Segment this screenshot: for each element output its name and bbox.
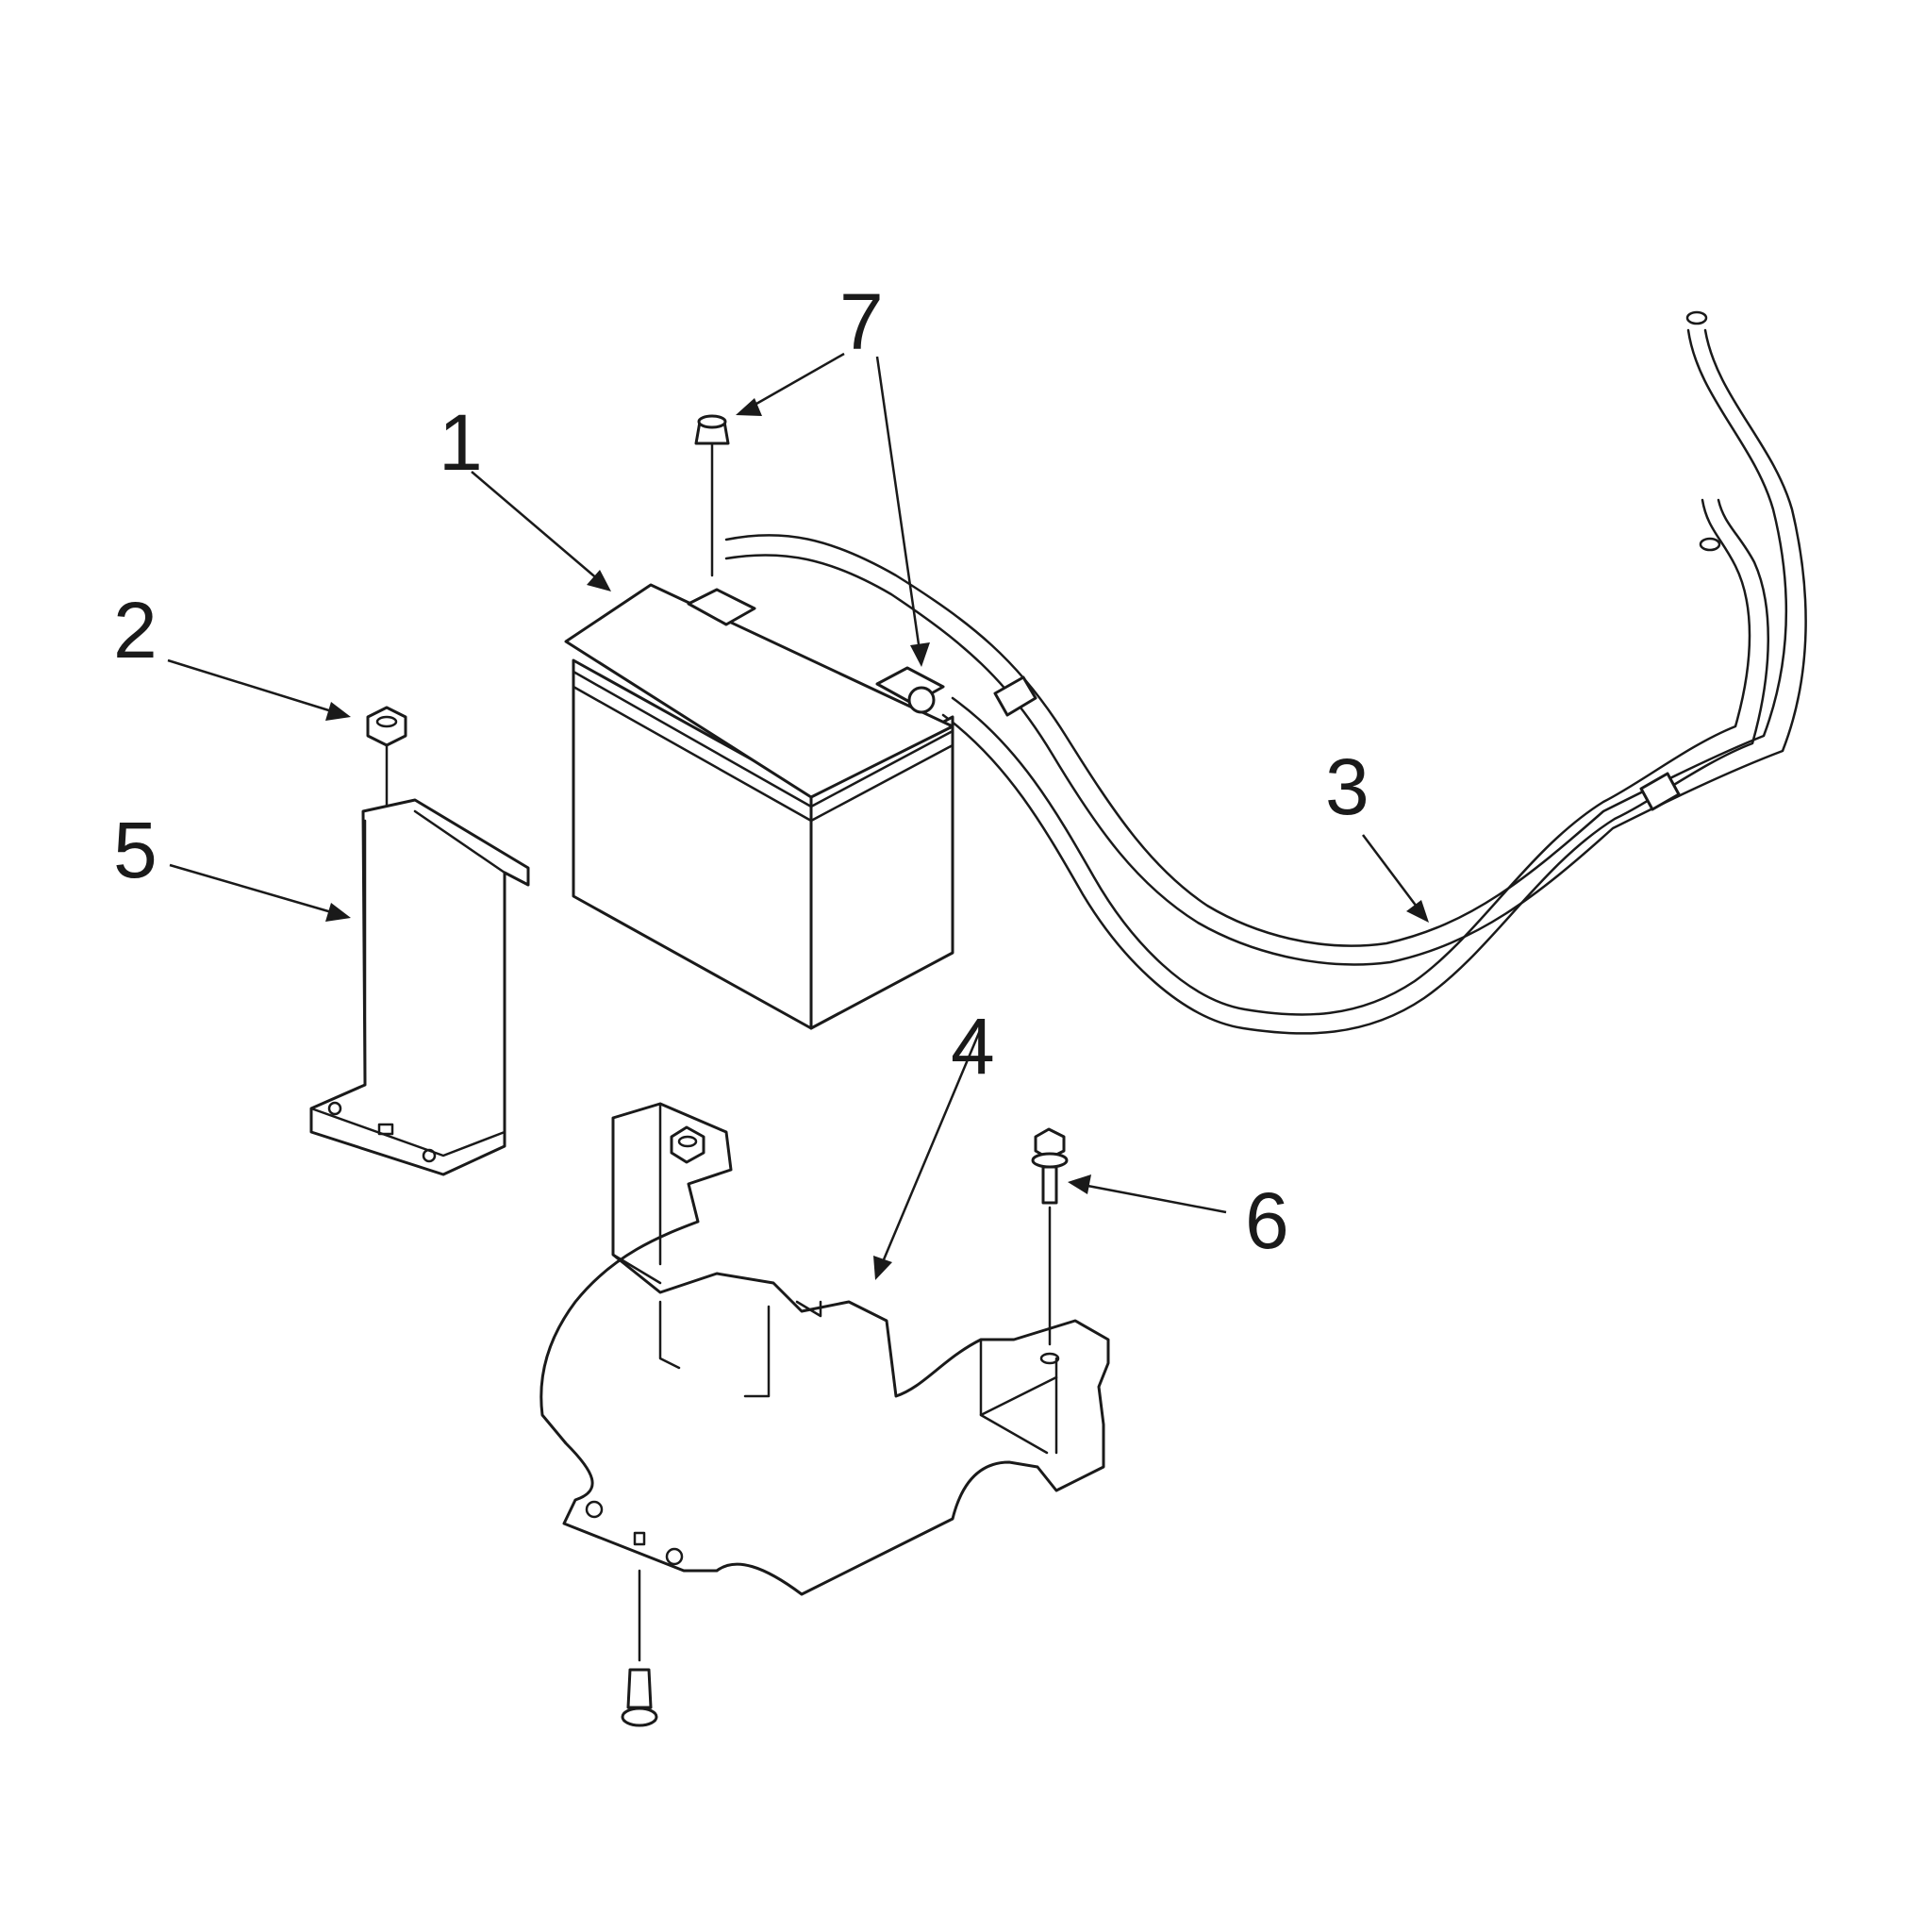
battery-tray [539,1102,1110,1727]
hold-down-bracket [309,798,530,1176]
leader-lines [167,352,1429,1280]
flange-bolt [1031,1127,1069,1365]
callout-5: 5 [113,806,158,894]
callout-2: 2 [113,586,158,675]
battery-cable-harness [724,310,1807,1035]
callout-7: 7 [839,277,884,366]
battery [564,583,954,1030]
terminal-bolt [694,414,730,577]
callout-1: 1 [439,398,483,487]
callout-6: 6 [1245,1176,1289,1265]
callout-labels: 1 2 3 4 5 6 7 [113,277,1369,1265]
callout-3: 3 [1325,742,1369,831]
callout-4: 4 [951,1002,995,1091]
